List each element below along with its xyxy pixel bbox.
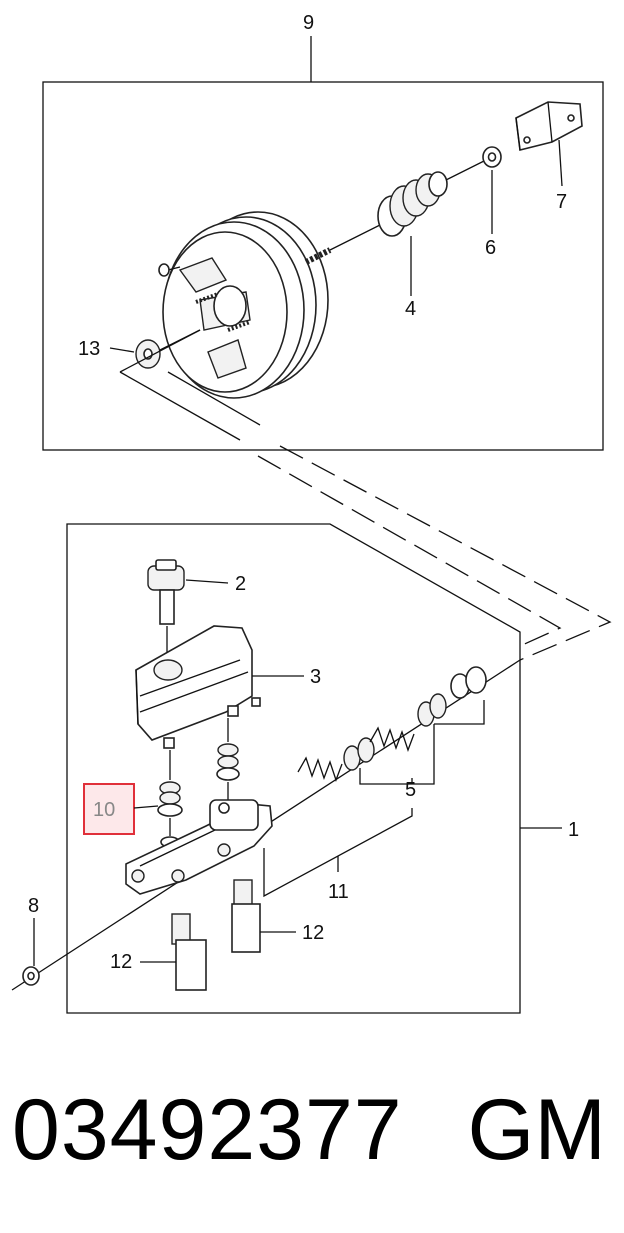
callout-2: 2 (235, 573, 246, 595)
springs-seals-part-5: 5 (297, 666, 487, 801)
callout-4: 4 (405, 298, 416, 320)
nut-part-6: 6 (482, 146, 502, 259)
part-number: 03492377 (12, 1082, 403, 1178)
callout-11: 11 (328, 881, 349, 903)
callout-12-right: 12 (302, 922, 324, 944)
fitting-part-12-right: 12 (231, 879, 324, 953)
callout-1: 1 (568, 819, 579, 841)
callout-8: 8 (28, 895, 39, 917)
callout-10: 10 (93, 799, 115, 821)
master-cylinder-frame: 1 (66, 523, 579, 1014)
callout-7: 7 (556, 191, 567, 213)
callout-6: 6 (485, 237, 496, 259)
booster-assembly-frame: 9 (42, 12, 604, 451)
callout-11-leader: 11 (263, 808, 413, 903)
callout-12-left: 12 (110, 951, 132, 973)
fitting-part-12-left: 12 (110, 913, 207, 991)
grommets (157, 718, 240, 848)
brake-booster (158, 211, 383, 399)
clevis-part-7: 7 (515, 101, 583, 213)
callout-9: 9 (303, 12, 314, 34)
frame-connector-lines (119, 329, 612, 661)
callout-10-highlight: 10 (83, 783, 159, 835)
boot-part-4: 4 (377, 159, 487, 320)
footer: 03492377 GM (0, 1080, 624, 1190)
brand-label: GM (467, 1082, 606, 1178)
reservoir-cap-part-2: 2 (147, 559, 246, 660)
callout-5: 5 (405, 779, 416, 801)
master-cylinder-body (125, 799, 273, 895)
reservoir-part-3: 3 (135, 625, 321, 749)
callout-3: 3 (310, 666, 321, 688)
callout-13: 13 (78, 338, 100, 360)
nut-part-8: 8 (22, 895, 40, 986)
